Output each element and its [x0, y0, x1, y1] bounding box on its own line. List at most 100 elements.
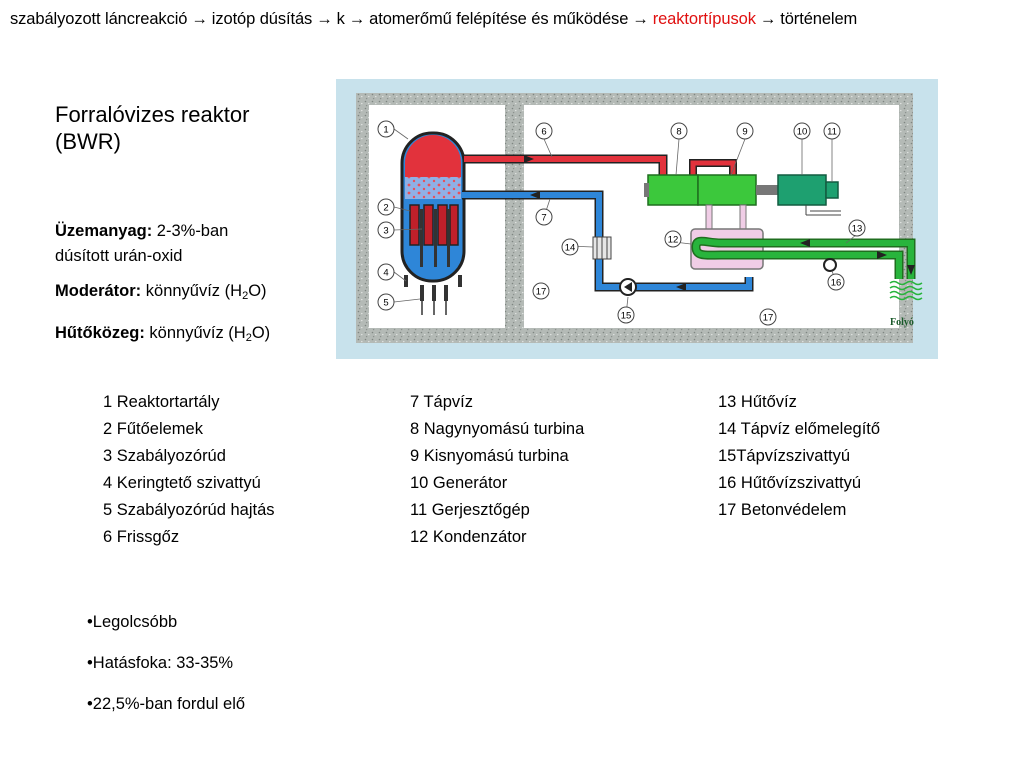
diagram-labels: 1 2 3 4 5 6 7 8 9 10 11 12 13 14 15 16 1… [377, 120, 866, 326]
label-4: 4 [377, 263, 395, 281]
label-13: 13 [848, 219, 866, 237]
cooling-water-pump [823, 258, 837, 272]
svg-text:13: 13 [852, 224, 863, 235]
label-12: 12 [664, 230, 682, 248]
svg-text:16: 16 [831, 278, 842, 289]
legend-item: 5 Szabályozórúd hajtás [103, 501, 275, 519]
breadcrumb-separator: → [759, 10, 777, 28]
legend-item: 7 Tápvíz [410, 393, 473, 411]
fact-coolant-end: O) [251, 324, 271, 342]
legend-item: 13 Hűtővíz [718, 393, 797, 411]
legend-item: 12 Kondenzátor [410, 528, 527, 546]
svg-text:10: 10 [797, 127, 808, 138]
fact-moderator: Moderátor: könnyűvíz (H2O) [55, 279, 335, 309]
legend-item: 3 Szabályozórúd [103, 447, 226, 465]
breadcrumb-item-history[interactable]: történelem [780, 10, 858, 28]
bullet-item: •Hatásfoka: 33-35% [87, 654, 234, 672]
fact-coolant-value: könnyűvíz (H [149, 324, 246, 342]
legend-item: 1 Reaktortartály [103, 393, 220, 411]
label-15: 15 [617, 306, 635, 324]
legend-item: 9 Kisnyomású turbina [410, 447, 569, 465]
breadcrumb-item-reactor-types[interactable]: reaktortípusok [652, 10, 756, 28]
reactor-facts: Üzemanyag: 2-3%-ban dúsított urán-oxid M… [55, 219, 335, 361]
breadcrumb-item-k[interactable]: k [336, 10, 345, 28]
legend-column-1: 1 Reaktortartály 2 Fűtőelemek 3 Szabályo… [103, 389, 275, 551]
page-title-line1: Forralóvizes reaktor [55, 102, 250, 127]
exciter [825, 181, 839, 199]
bullet-item: •Legolcsóbb [87, 613, 178, 631]
label-3: 3 [377, 221, 395, 239]
cooling-water-inlet [693, 246, 902, 279]
label-5: 5 [377, 293, 395, 311]
breadcrumb: szabályozott láncreakció→izotóp dúsítás→… [10, 10, 1014, 29]
legend-item: 4 Keringtető szivattyú [103, 474, 261, 492]
fact-moderator-end: O) [248, 282, 267, 300]
legend-item: 16 Hűtővízszivattyú [718, 474, 862, 492]
fact-moderator-value: könnyűvíz (H [145, 282, 243, 300]
svg-text:14: 14 [565, 243, 576, 254]
fact-coolant-label: Hűtőközeg: [55, 324, 145, 342]
label-16: 16 [827, 273, 845, 291]
svg-text:2: 2 [383, 203, 388, 214]
legend-item: 2 Fűtőelemek [103, 420, 203, 438]
label-1: 1 [377, 120, 395, 138]
svg-text:4: 4 [383, 268, 388, 279]
breadcrumb-item-power-plant[interactable]: atomerőmű felépítése és működése [369, 10, 629, 28]
legend-column-3: 13 Hűtővíz 14 Tápvíz előmelegítő 15Tápví… [718, 389, 880, 524]
fact-fuel-value: 2-3%-ban [156, 222, 229, 240]
svg-text:9: 9 [742, 127, 747, 138]
fact-fuel-value-2: dúsított urán-oxid [55, 247, 183, 265]
label-7: 7 [535, 208, 553, 226]
breadcrumb-item-isotope-enrichment[interactable]: izotóp dúsítás [211, 10, 313, 28]
label-8: 8 [670, 122, 688, 140]
breadcrumb-item-chain-reaction[interactable]: szabályozott láncreakció [10, 10, 188, 28]
label-14: 14 [561, 238, 579, 256]
fact-fuel: Üzemanyag: 2-3%-ban dúsított urán-oxid [55, 219, 335, 269]
label-17-turbine: 17 [759, 308, 777, 326]
label-17-reactor: 17 [532, 282, 550, 300]
legend-column-2: 7 Tápvíz 8 Nagynyomású turbina 9 Kisnyom… [410, 389, 584, 551]
legend-item: 11 Gerjesztőgép [410, 501, 530, 519]
breadcrumb-separator: → [191, 10, 208, 28]
svg-text:7: 7 [541, 213, 546, 224]
legend-item: 8 Nagynyomású turbina [410, 420, 585, 438]
fact-coolant: Hűtőközeg: könnyűvíz (H2O) [55, 321, 335, 351]
svg-text:1: 1 [383, 125, 388, 136]
page-title: Forralóvizes reaktor (BWR) [55, 101, 325, 155]
legend-item: 17 Betonvédelem [718, 501, 847, 519]
legend-item: 10 Generátor [410, 474, 508, 492]
fact-moderator-label: Moderátor: [55, 282, 142, 300]
generator [777, 174, 827, 206]
legend-item: 14 Tápvíz előmelegítő [718, 420, 881, 438]
cooling-water-outlet [693, 238, 914, 279]
feedwater-heater [592, 236, 612, 260]
legend-item: 15Tápvízszivattyú [718, 447, 851, 465]
svg-text:5: 5 [383, 298, 388, 309]
svg-text:17: 17 [763, 313, 774, 324]
hp-turbine [644, 174, 699, 206]
condenser [690, 228, 764, 270]
control-rod-drives [420, 285, 448, 315]
breadcrumb-separator: → [316, 10, 333, 28]
svg-text:8: 8 [676, 127, 681, 138]
svg-text:6: 6 [541, 127, 546, 138]
breadcrumb-separator: → [348, 10, 366, 28]
page-title-line2: (BWR) [55, 129, 121, 154]
river-waves [889, 280, 923, 301]
fact-coolant-sub: 2 [245, 332, 252, 344]
fact-fuel-label: Üzemanyag: [55, 222, 153, 240]
reactor-vessel [400, 131, 466, 283]
legend-item: 6 Frissgőz [103, 528, 180, 546]
control-rods [420, 209, 450, 267]
label-11: 11 [823, 122, 841, 140]
label-9: 9 [736, 122, 754, 140]
svg-text:12: 12 [668, 235, 679, 246]
summary-bullets: •Legolcsóbb •Hatásfoka: 33-35% •22,5%-ba… [87, 610, 245, 733]
label-2: 2 [377, 198, 395, 216]
fact-moderator-sub: 2 [242, 290, 249, 302]
bwr-diagram: Folyó 1 2 3 4 5 6 7 8 9 10 11 12 13 14 1… [336, 79, 938, 359]
condensate-pipe [636, 277, 752, 290]
svg-text:3: 3 [383, 226, 388, 237]
river-label: Folyó [890, 317, 914, 328]
svg-text:11: 11 [827, 127, 837, 138]
